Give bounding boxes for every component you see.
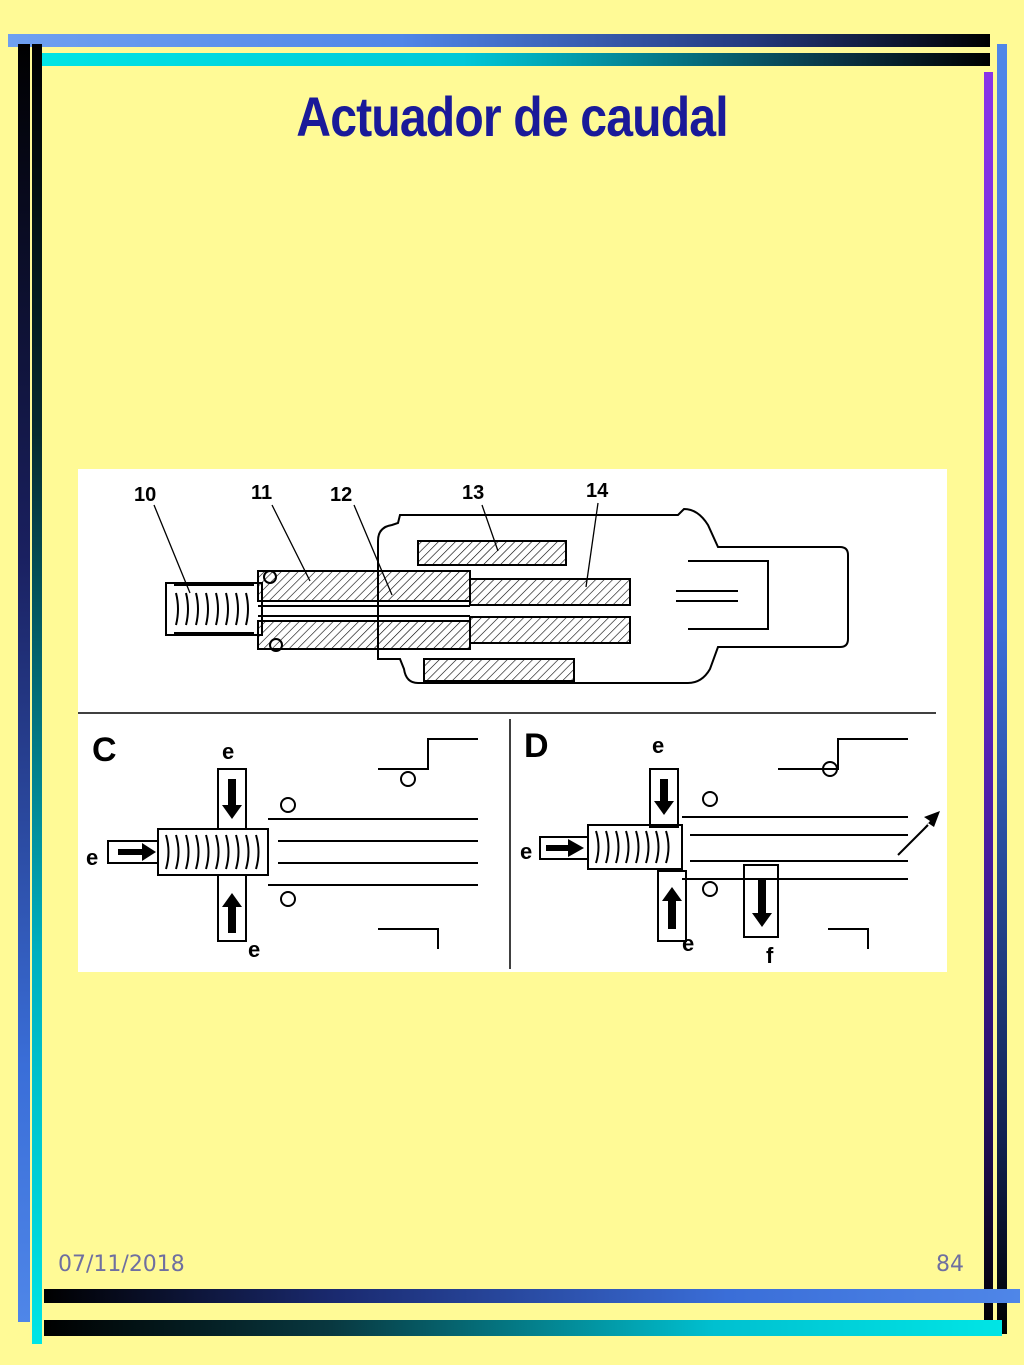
panel-d-view <box>539 738 929 949</box>
panel-c-view <box>107 738 478 949</box>
panel-d-flow-label-bottom: e <box>682 931 694 956</box>
frame-right-bar-2 <box>997 44 1007 1334</box>
panel-c-label: C <box>92 731 117 769</box>
slide-title: Actuador de caudal <box>296 85 728 148</box>
frame-left-bar-2 <box>32 44 42 1344</box>
panel-c-arrows <box>118 779 242 933</box>
panel-d-flow-label-f: f <box>766 943 774 968</box>
panel-c-flow-label-top: e <box>222 739 234 764</box>
callout-11: 11 <box>251 482 272 504</box>
slide-page-number: 84 <box>936 1252 964 1277</box>
callout-10: 10 <box>134 484 156 506</box>
frame-bottom-bar-1 <box>44 1289 1020 1303</box>
frame-right-bar-1 <box>984 72 993 1332</box>
panel-d-label: D <box>524 727 549 765</box>
actuator-diagram: 10 11 12 13 14 C e e e <box>78 469 947 972</box>
frame-top-bar-1 <box>8 34 990 47</box>
frame-top-bar-2 <box>32 53 990 66</box>
callout-14: 14 <box>586 480 609 502</box>
actuator-section-view <box>78 502 936 969</box>
panel-d-flow-label-left: e <box>520 839 532 864</box>
panel-d-arrows <box>546 779 940 929</box>
slide-date: 07/11/2018 <box>58 1252 185 1277</box>
frame-bottom-bar-2 <box>44 1320 1002 1336</box>
frame-left-bar-1 <box>18 44 30 1322</box>
panel-c-flow-label-left: e <box>86 845 98 870</box>
callout-12: 12 <box>330 484 352 506</box>
callout-13: 13 <box>462 482 484 504</box>
spring-10 <box>175 592 249 626</box>
panel-c-flow-label-bottom: e <box>248 937 260 962</box>
panel-d-flow-label-top: e <box>652 733 664 758</box>
